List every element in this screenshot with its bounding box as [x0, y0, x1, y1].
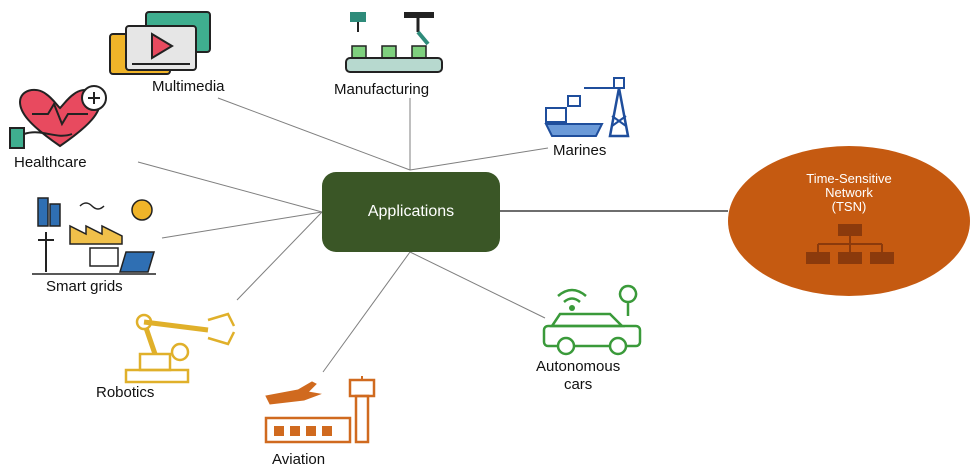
robot-arm-icon — [124, 312, 236, 384]
connector-marines — [409, 147, 549, 171]
tsn-circle: Time-Sensitive Network (TSN) — [728, 146, 970, 296]
connector-smart-grids — [161, 211, 323, 239]
power-plant-icon — [32, 197, 156, 275]
label-marines: Marines — [553, 142, 607, 159]
connected-car-icon — [542, 284, 642, 356]
connector-multimedia — [217, 97, 411, 171]
label-healthcare: Healthcare — [14, 154, 87, 171]
label-multimedia: Multimedia — [152, 78, 225, 95]
label-smart-grids: Smart grids — [46, 278, 123, 295]
robotic-assembly-line-icon — [345, 12, 443, 73]
connector-robotics — [236, 211, 323, 301]
applications-hub: Applications — [322, 172, 500, 252]
video-player-icon — [109, 11, 211, 75]
label-robotics: Robotics — [96, 384, 155, 401]
heart-in-hand-icon — [9, 85, 107, 149]
tsn-title-line-3: (TSN) — [831, 199, 867, 214]
label-autonomous-cars-line-2: cars — [563, 376, 593, 393]
tsn-title-line-1: Time-Sensitive — [806, 171, 892, 186]
label-autonomous-cars-line-1: Autonomous — [536, 358, 621, 375]
airport-tower-icon — [264, 376, 376, 444]
label-aviation: Aviation — [272, 451, 326, 468]
connector-autonomous-cars — [409, 251, 546, 319]
ship-and-crane-icon — [544, 77, 630, 138]
tsn-title: Time-Sensitive Network (TSN) — [728, 172, 970, 214]
connector-aviation — [322, 251, 411, 373]
label-autonomous-cars: Autonomous cars — [536, 358, 620, 394]
tsn-title-line-2: Network — [825, 185, 873, 200]
connector-healthcare — [137, 161, 323, 213]
applications-hub-label: Applications — [367, 203, 455, 220]
network-hierarchy-icon — [806, 224, 894, 264]
label-manufacturing: Manufacturing — [334, 81, 430, 98]
